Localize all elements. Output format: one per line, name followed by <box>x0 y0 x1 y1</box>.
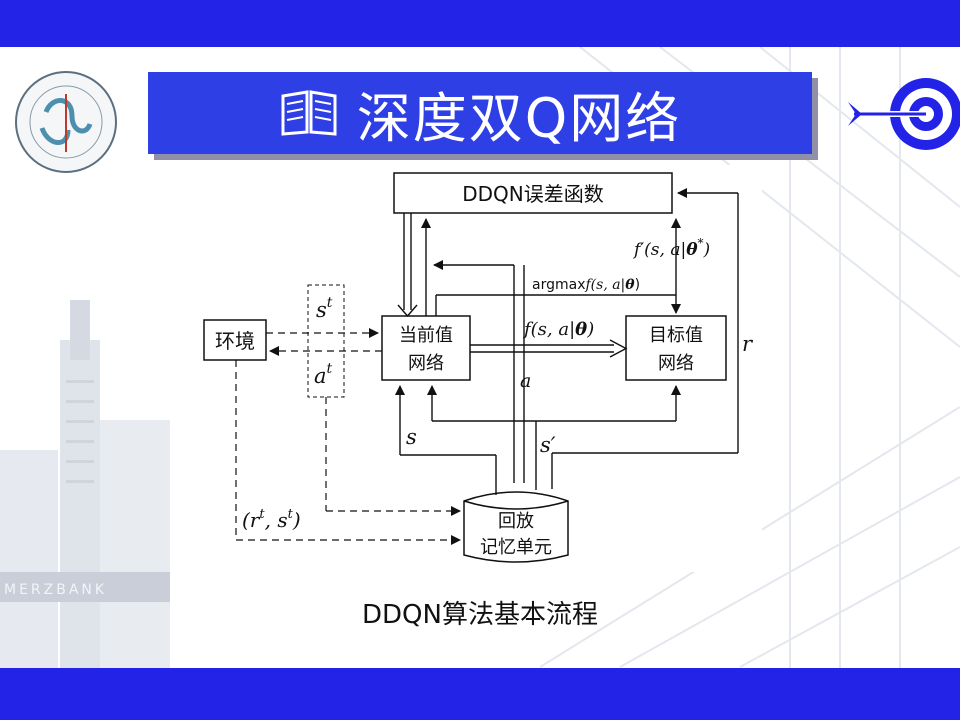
ddqn-error-box <box>393 172 673 214</box>
diagram-caption: DDQN算法基本流程 <box>362 600 598 630</box>
next-state-label: s′ <box>540 433 556 457</box>
argmax-label: argmaxf(s, a|θ) <box>532 277 640 293</box>
reward-state-label: (rt, st) <box>242 507 301 532</box>
target-arrow-icon <box>848 78 960 150</box>
book-icon <box>281 90 337 136</box>
target-network-box <box>625 315 727 381</box>
target-function-label: f′(s, a|θ*) <box>632 236 710 260</box>
bottom-accent-bar <box>0 668 960 720</box>
top-accent-bar <box>0 0 960 47</box>
current-network-label-1: 当前值 <box>399 325 453 346</box>
watermark-text: MERZBANK <box>4 582 107 598</box>
background-skyline: MERZBANK <box>0 300 170 668</box>
action-label: a <box>520 370 531 392</box>
state-label: s <box>406 425 417 449</box>
page-title: 深度双Q网络 <box>356 86 682 150</box>
current-network-box <box>381 315 471 381</box>
state-action-dashed-box <box>307 284 345 398</box>
current-network-label-2: 网络 <box>408 353 444 374</box>
reward-label: r <box>742 332 754 356</box>
action-t-label: at <box>314 361 333 388</box>
ddqn-flow-diagram: DDQN误差函数 环境 当前值 网络 目标值 网络 回放 记忆单元 <box>203 172 754 563</box>
environment-label: 环境 <box>215 329 255 353</box>
school-logo <box>15 71 117 173</box>
replay-label-1: 回放 <box>498 511 534 532</box>
title-banner: 深度双Q网络 <box>148 72 812 154</box>
current-function-label: f(s, a|θ) <box>522 319 594 340</box>
replay-label-2: 记忆单元 <box>480 537 552 558</box>
target-network-label-2: 网络 <box>658 353 694 374</box>
environment-box <box>203 319 267 361</box>
replay-memory-cylinder <box>463 491 569 563</box>
state-t-label: st <box>316 295 333 322</box>
target-network-label-1: 目标值 <box>649 325 703 346</box>
ddqn-error-label: DDQN误差函数 <box>462 182 604 206</box>
